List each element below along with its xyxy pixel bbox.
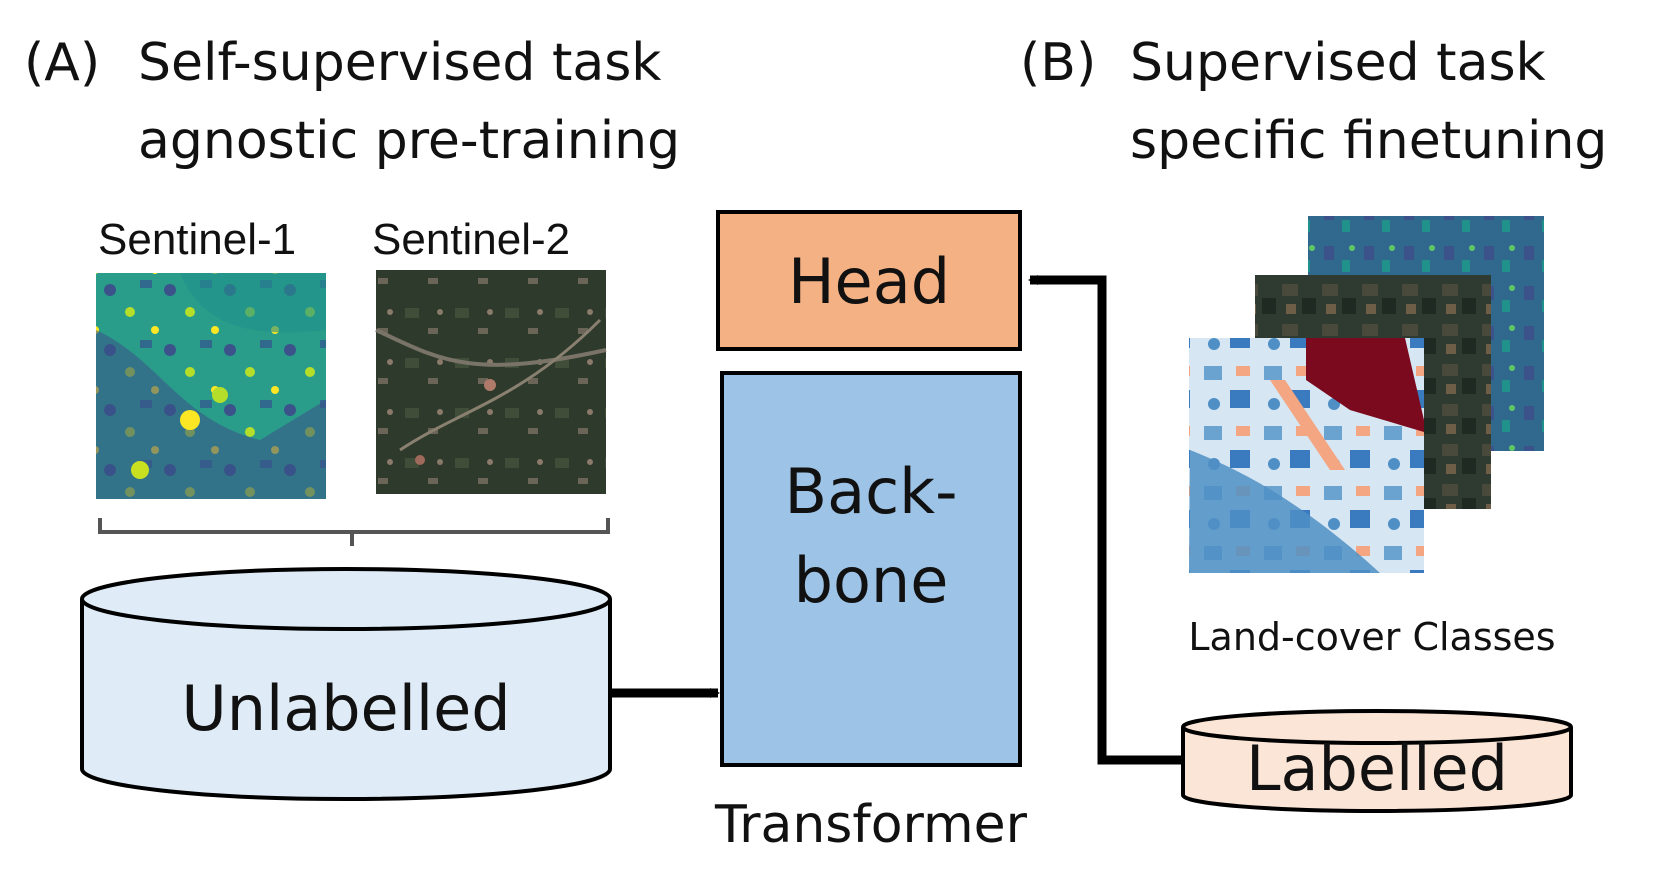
section-a-title-line1: Self-supervised task (138, 33, 661, 93)
section-a-title-line2: agnostic pre-training (138, 111, 680, 171)
backbone-label-line2: bone (794, 544, 949, 617)
land-cover-map (1189, 338, 1424, 573)
section-b-tag: (B) (1020, 33, 1096, 93)
sentinel2-image (375, 270, 607, 494)
land-cover-caption: Land-cover Classes (1188, 615, 1555, 659)
backbone-box: Back- bone (720, 371, 1022, 767)
unlabelled-database: Unlabelled (80, 567, 612, 801)
labelled-database: Labelled (1181, 709, 1573, 813)
image-stack (1189, 216, 1544, 573)
head-label: Head (788, 245, 950, 318)
section-b-title-line1: Supervised task (1130, 33, 1546, 93)
section-b-title-line2: specific finetuning (1130, 111, 1607, 171)
labelled-to-head-arrow (1028, 275, 1181, 765)
head-box: Head (716, 210, 1022, 351)
unlabelled-label: Unlabelled (181, 672, 510, 745)
sentinel1-label: Sentinel-1 (98, 215, 296, 264)
transformer-caption: Transformer (714, 795, 1028, 855)
sentinel2-label: Sentinel-2 (372, 215, 570, 264)
images-bracket (98, 518, 610, 546)
sentinel1-image (96, 273, 326, 499)
backbone-label-line1: Back- (785, 455, 958, 528)
section-a-tag: (A) (24, 33, 100, 93)
labelled-label: Labelled (1246, 732, 1508, 805)
